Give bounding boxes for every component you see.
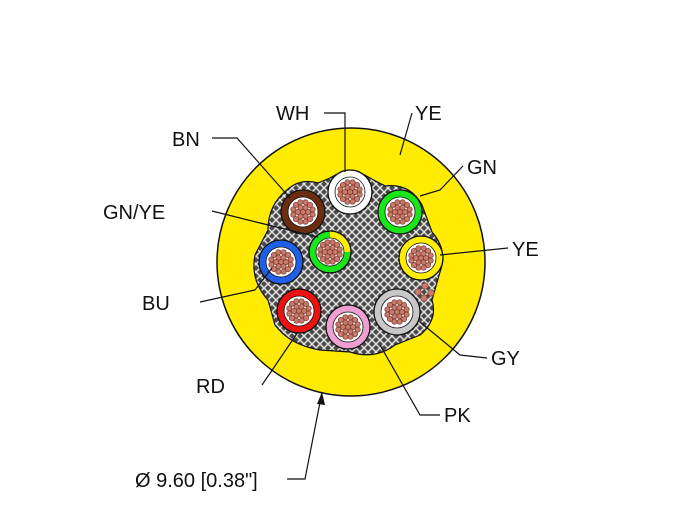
drain-wire (414, 282, 435, 302)
label-diameter: Ø 9.60 [0.38"] (135, 470, 258, 492)
leader-bu (199, 267, 273, 303)
conductor-wh (327, 169, 373, 215)
conductor-rd (276, 288, 322, 334)
leader-bn (212, 137, 291, 199)
label-bu: BU (142, 293, 170, 315)
leader-jacket-ye (399, 112, 413, 156)
conductor-ye (398, 235, 444, 281)
leader-rd (261, 331, 299, 386)
conductor-gy (373, 288, 421, 336)
conductor-bu (258, 239, 304, 285)
conductors-group (258, 169, 444, 350)
label-wh: WH (276, 103, 309, 125)
label-bn: BN (172, 129, 200, 151)
label-gn: GN (467, 157, 497, 179)
label-rd: RD (196, 376, 225, 398)
conductor-bn (280, 189, 326, 235)
conductor-pk (325, 304, 371, 350)
leader-diameter (287, 391, 323, 480)
conductor-gnye (308, 230, 352, 274)
leader-lines (199, 112, 509, 480)
label-jacket-ye: YE (415, 103, 442, 125)
label-ye: YE (512, 239, 539, 261)
leader-ye (439, 247, 509, 256)
label-gy: GY (491, 348, 520, 370)
leader-pk (379, 344, 440, 416)
leader-wh (324, 112, 346, 172)
label-pk: PK (444, 405, 471, 427)
leader-gn (419, 165, 464, 197)
label-gnye: GN/YE (103, 202, 165, 224)
leader-gy (419, 321, 488, 359)
leader-gnye (211, 210, 319, 238)
diameter-arrow-icon (317, 392, 325, 405)
conductor-gn (377, 189, 423, 235)
